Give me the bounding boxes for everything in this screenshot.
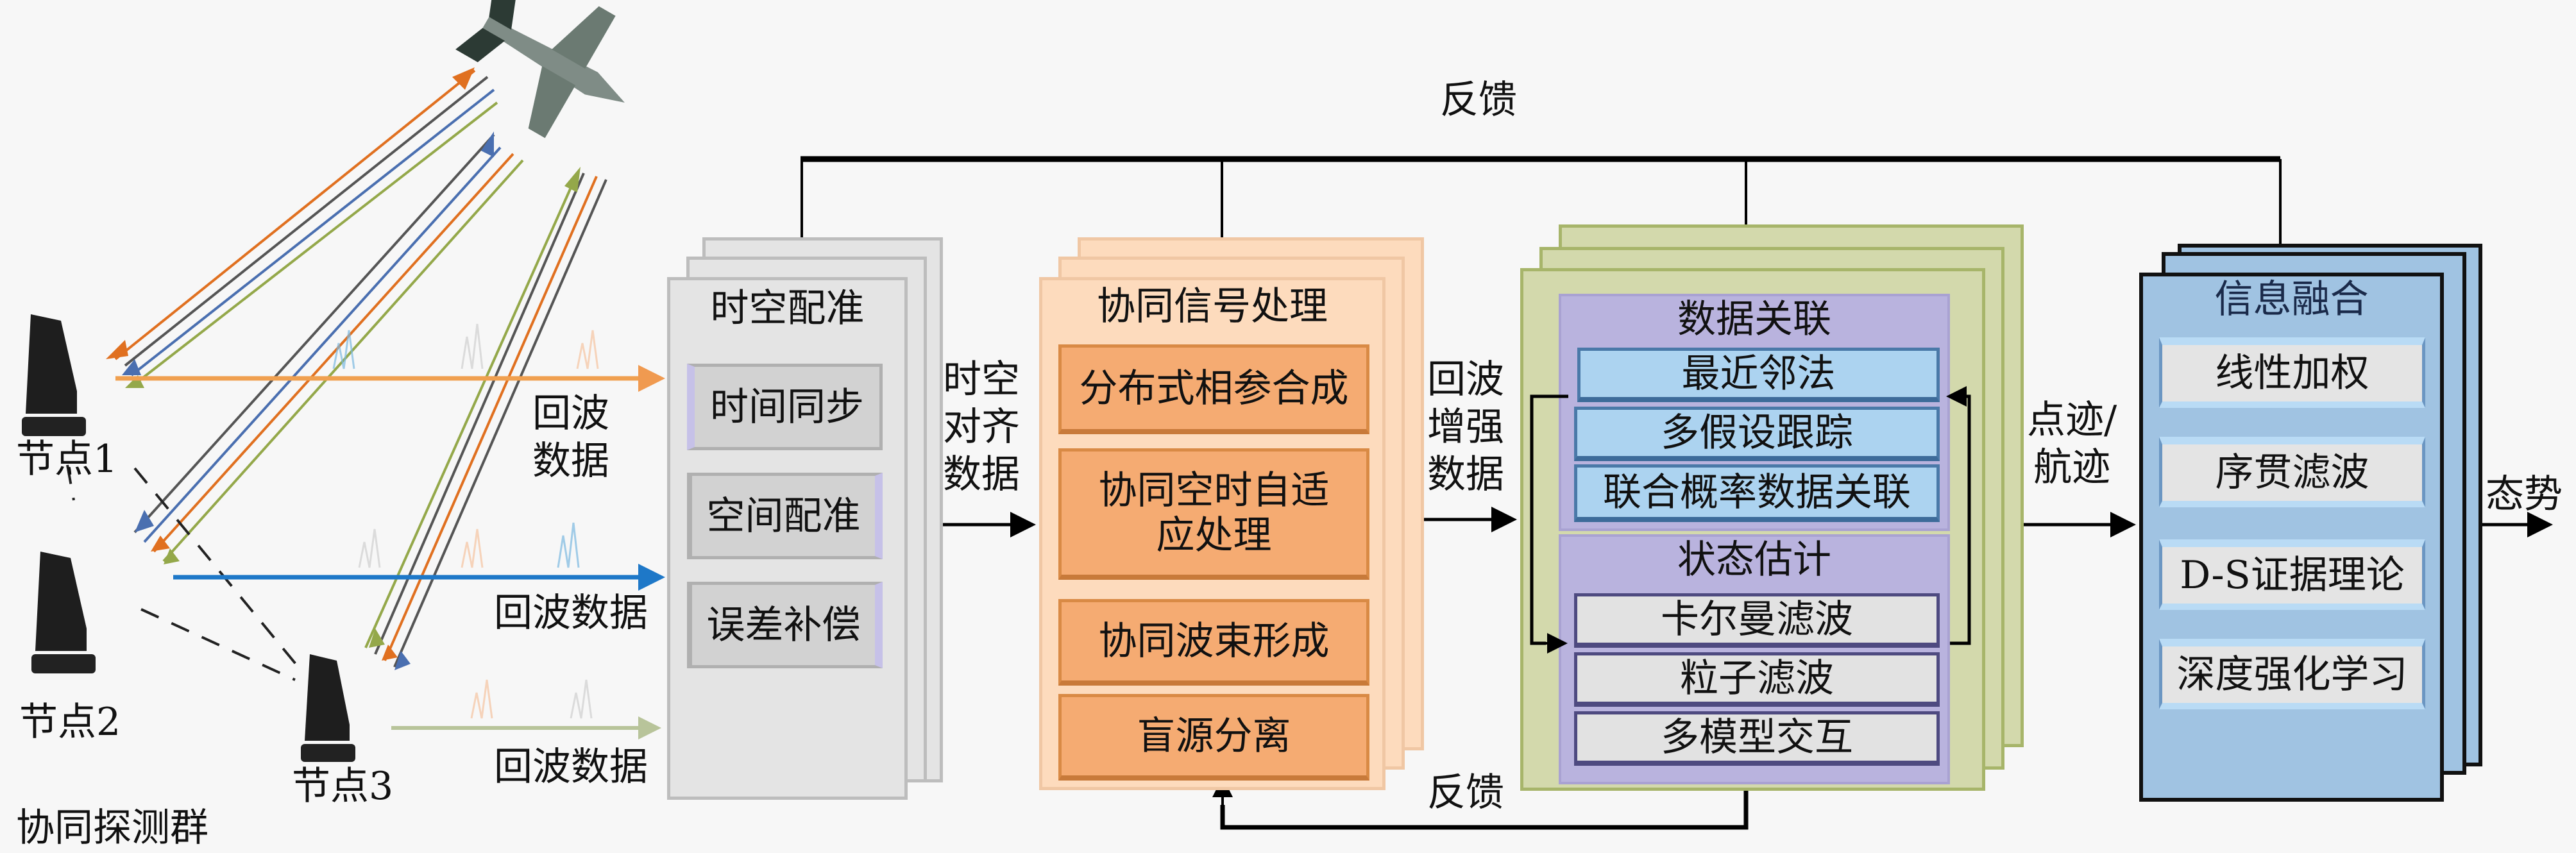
tracking-loop-arrows (1530, 386, 1971, 654)
item-mht: 多假设跟踪 (1574, 407, 1940, 461)
situation-label: 态势 (2486, 472, 2563, 517)
item-sequential-filter: 序贯滤波 (2159, 437, 2425, 507)
enhanced-data-label: 回波 增强 数据 (1427, 357, 1504, 497)
item-kalman: 卡尔曼滤波 (1574, 593, 1940, 648)
echo-waveforms (332, 323, 599, 719)
beam-group-node1 (106, 67, 498, 388)
item-beamforming: 协同波束形成 (1058, 599, 1369, 686)
association-subpanel: 数据关联 最近邻法 多假设跟踪 联合概率数据关联 (1559, 294, 1950, 531)
radar-node2-icon (31, 552, 96, 673)
aligned-data-label: 时空 对齐 数据 (943, 357, 1020, 497)
echo-label-node2: 回波数据 (494, 591, 648, 636)
feedback-top-label: 反馈 (1440, 78, 1517, 122)
item-nearest-neighbor: 最近邻法 (1577, 348, 1940, 402)
node-links (66, 464, 300, 681)
radar-node3-icon (301, 654, 355, 762)
node1-label: 节点1 (16, 437, 118, 482)
estimation-title: 状态估计 (1677, 537, 1831, 582)
beam-group-node3 (364, 167, 607, 670)
fusion-title: 信息融合 (2214, 277, 2369, 322)
radar-node1-icon (22, 314, 86, 436)
item-linear-weighting: 线性加权 (2159, 337, 2425, 408)
registration-title: 时空配准 (710, 286, 865, 331)
item-deep-rl: 深度强化学习 (2159, 639, 2425, 709)
feedback-bottom-label: 反馈 (1427, 770, 1504, 815)
signal-title: 协同信号处理 (1097, 284, 1328, 329)
group-label: 协同探测群 (16, 806, 208, 850)
registration-panel: 时空配准 时间同步 空间配准 误差补偿 (667, 277, 908, 800)
node3-label: 节点3 (292, 764, 394, 809)
item-imm: 多模型交互 (1574, 711, 1940, 766)
signal-panel: 协同信号处理 分布式相参合成 协同空时自适 应处理 协同波束形成 盲源分离 (1039, 277, 1385, 790)
node2-label: 节点2 (19, 700, 121, 745)
echo-label-node1: 回波 数据 (532, 391, 609, 484)
fusion-panel: 信息融合 线性加权 序贯滤波 D-S证据理论 深度强化学习 (2139, 273, 2444, 802)
item-space-registration: 空间配准 (687, 473, 883, 559)
echo-label-node3: 回波数据 (494, 745, 648, 790)
item-ds-evidence: D-S证据理论 (2159, 539, 2425, 610)
item-jpda: 联合概率数据关联 (1574, 464, 1940, 522)
item-blind-source: 盲源分离 (1058, 694, 1369, 781)
aircraft-icon (455, 0, 625, 139)
item-stap: 协同空时自适 应处理 (1058, 448, 1369, 580)
tracks-label: 点迹/ 航迹 (2027, 398, 2117, 490)
item-error-compensation: 误差补偿 (687, 582, 883, 668)
estimation-subpanel: 状态估计 卡尔曼滤波 粒子滤波 多模型交互 (1559, 534, 1950, 784)
item-time-sync: 时间同步 (687, 364, 883, 450)
association-title: 数据关联 (1677, 297, 1831, 342)
tracking-panel: 数据关联 最近邻法 多假设跟踪 联合概率数据关联 状态估计 卡尔曼滤波 粒子滤波… (1520, 268, 1985, 791)
item-particle: 粒子滤波 (1574, 652, 1940, 707)
item-distributed-coherent: 分布式相参合成 (1058, 344, 1369, 434)
